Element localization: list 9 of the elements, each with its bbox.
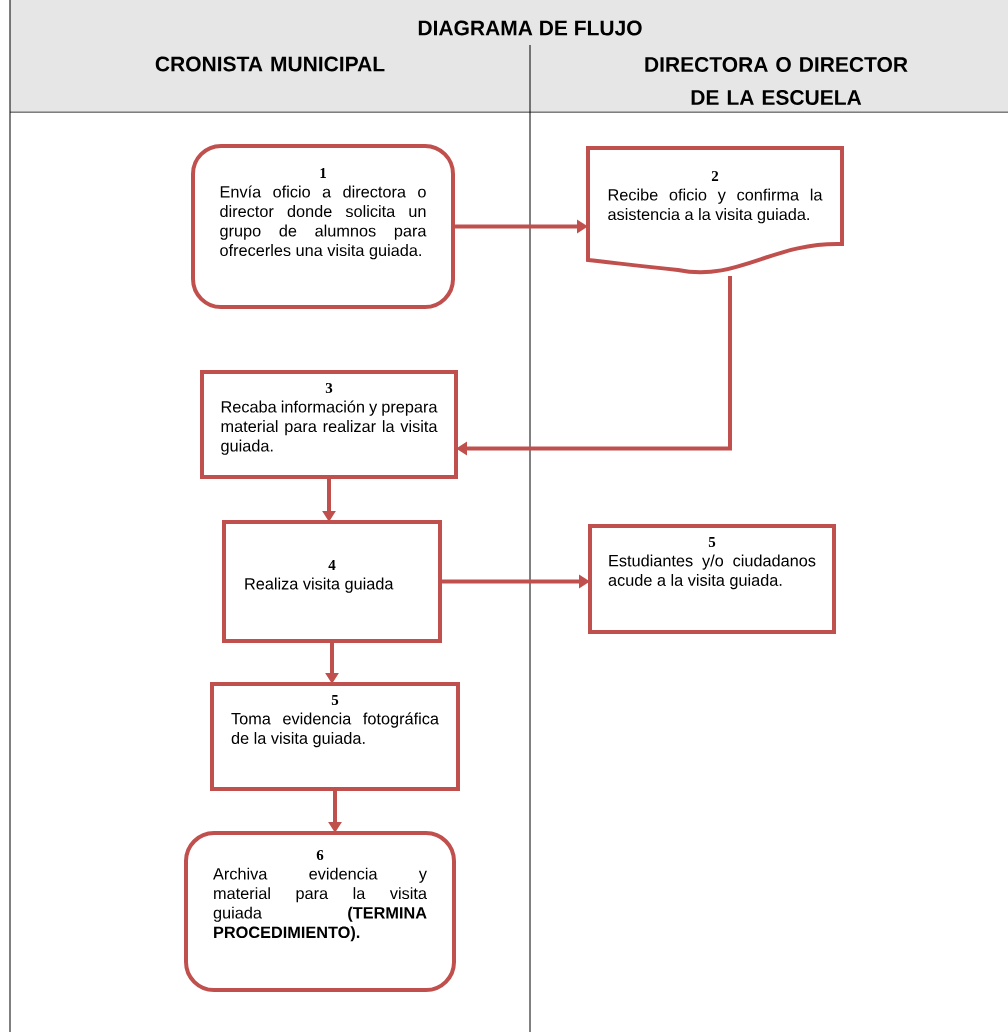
column-header: DIRECTORA O DIRECTOR DE LA ESCUELA [645,57,908,105]
process-box: 3 Recaba información y prepara material para realizar la visita guiada. [200,370,458,479]
rounded-box: 6 Archiva evidencia y material para la visita guiada (TERMINA PROCEDIMIENTO). [184,831,456,992]
rounded-box: 1 Envía oficio a directora o director donde solicita un grupo de alumnos para ofrecerles una visita guiada. [191,144,455,309]
process-box: 4 Realiza visita guiada [222,520,442,643]
column-header: CRONISTA MUNICIPAL [155,56,385,72]
process-box: 5 Toma evidencia fotográfica de la visita guiada. [210,682,460,791]
process-box: 5 Estudiantes y/o ciudadanos acude a la visita guiada. [588,524,836,634]
title: DIAGRAMA DE FLUJO [418,20,642,36]
